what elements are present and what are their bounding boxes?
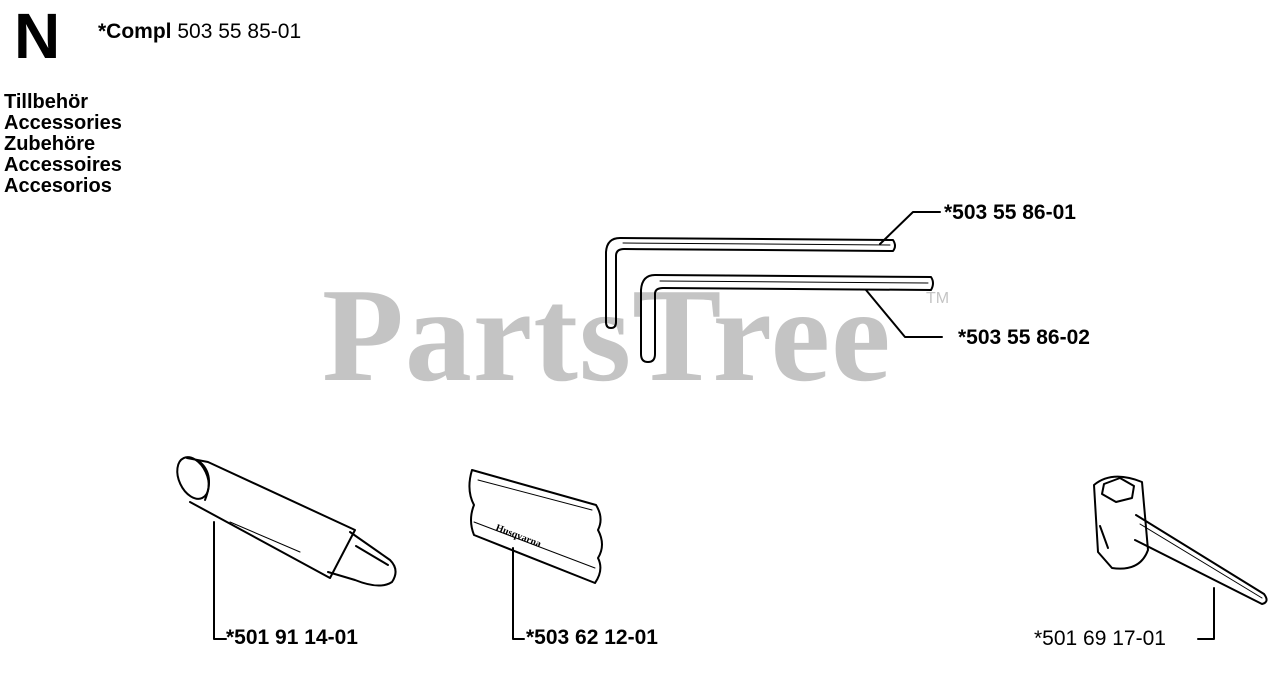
part-number-grease-bag[interactable]: *503 62 12-01 xyxy=(526,626,658,649)
title-french: Accessoires xyxy=(4,154,122,176)
combination-spanner-drawing xyxy=(1093,475,1268,605)
hex-key-2-drawing xyxy=(640,274,934,363)
part-number-hex-key-2[interactable]: *503 55 86-02 xyxy=(958,326,1090,349)
hex-key-1-drawing xyxy=(605,237,896,329)
complete-kit-number: *Compl 503 55 85-01 xyxy=(98,20,301,44)
title-german: Zubehöre xyxy=(4,133,96,155)
part-number-hex-key-1[interactable]: *503 55 86-01 xyxy=(944,201,1076,224)
section-letter: N xyxy=(14,0,61,72)
compl-number: 503 55 85-01 xyxy=(177,20,302,43)
trademark-mark: TM xyxy=(926,290,950,307)
title-swedish: Tillbehör xyxy=(4,91,89,113)
title-spanish: Accesorios xyxy=(4,175,112,197)
part-number-grease-tube[interactable]: *501 91 14-01 xyxy=(226,626,358,649)
grease-tube-drawing xyxy=(176,456,397,587)
section-titles: Tillbehör Accessories Zubehöre Accessoir… xyxy=(4,92,122,197)
part-number-combination-spanner[interactable]: *501 69 17-01 xyxy=(1034,627,1166,650)
grease-bag-drawing xyxy=(468,469,603,584)
compl-label: *Compl xyxy=(98,20,172,43)
title-english: Accessories xyxy=(4,112,122,134)
